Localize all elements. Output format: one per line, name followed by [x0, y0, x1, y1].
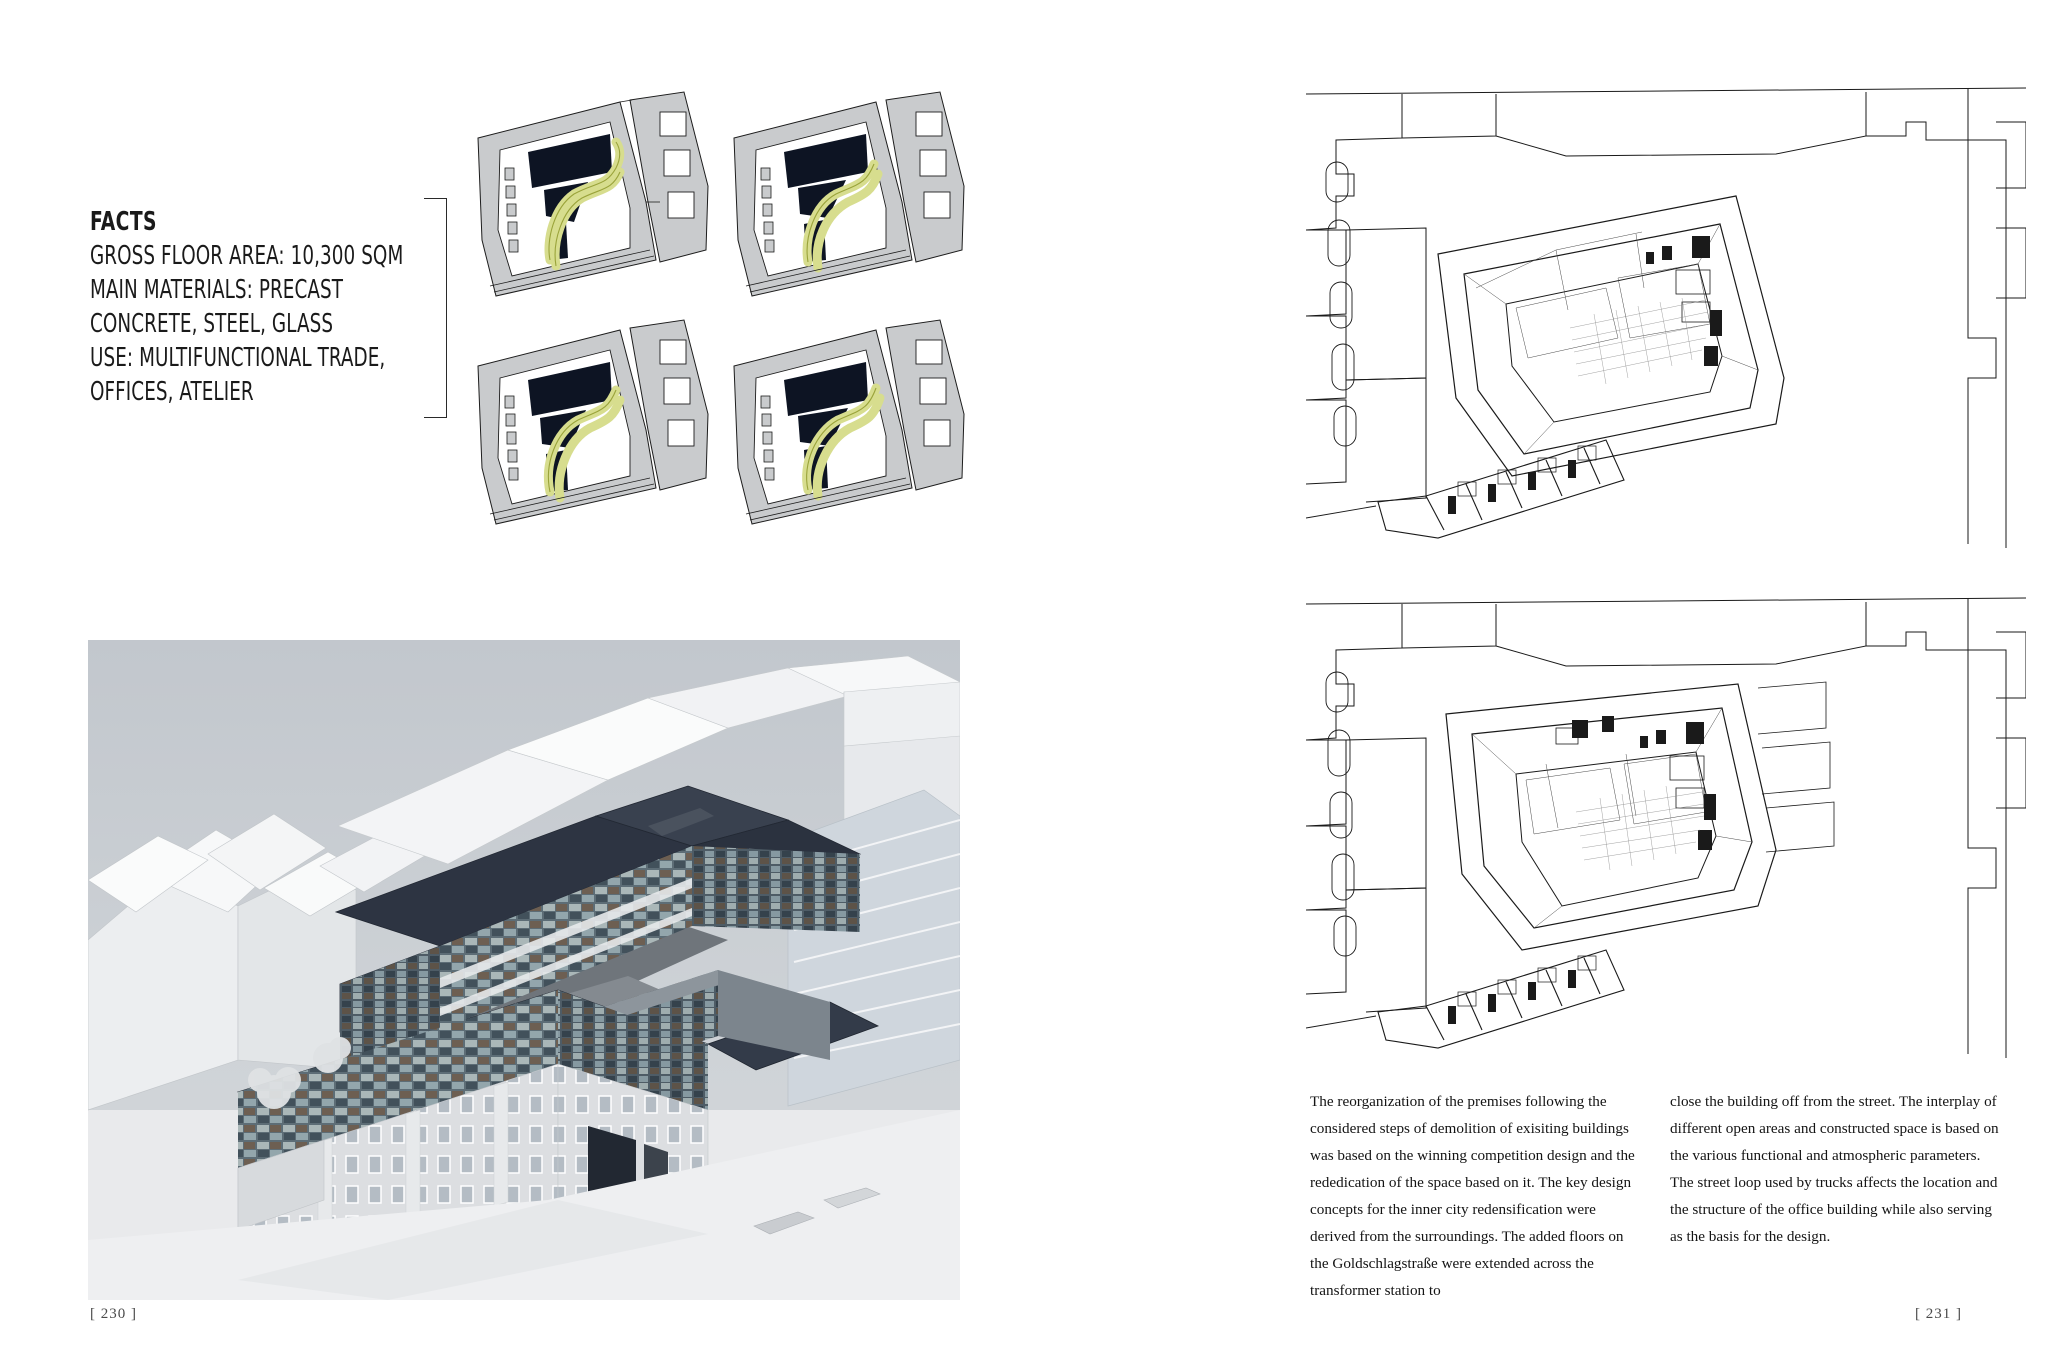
- left-page: FACTS GROSS FLOOR AREA: 10,300 SQM MAIN …: [88, 90, 970, 1322]
- facts-line-use: USE: MULTIFUNCTIONAL TRADE,: [90, 342, 386, 373]
- body-text-block: The reorganization of the premises follo…: [1310, 1088, 2020, 1304]
- facts-line-gross-floor-area: GROSS FLOOR AREA: 10,300 SQM: [90, 241, 404, 272]
- facts-block: FACTS GROSS FLOOR AREA: 10,300 SQM MAIN …: [90, 207, 420, 410]
- concept-diagram-4: [726, 318, 970, 540]
- concept-diagram-1: [470, 90, 714, 312]
- body-paragraph-1: The reorganization of the premises follo…: [1310, 1093, 1635, 1300]
- folio-right-page: [ 231 ]: [1915, 1306, 1962, 1322]
- text-column-1: The reorganization of the premises follo…: [1310, 1088, 1640, 1304]
- facts-line-main-materials: MAIN MATERIALS: PRECAST: [90, 275, 344, 306]
- concept-diagram-3: [470, 318, 714, 540]
- folio-left-page: [ 230 ]: [90, 1306, 137, 1322]
- facts-line-materials-cont: CONCRETE, STEEL, GLASS: [90, 308, 334, 339]
- site-plan-lower: [1306, 588, 2026, 1058]
- facts-line-use-cont: OFFICES, ATELIER: [90, 376, 254, 407]
- site-plan-upper: [1306, 78, 2026, 548]
- facts-heading: FACTS: [90, 207, 157, 237]
- concept-diagram-grid: [470, 90, 970, 540]
- body-paragraph-2: close the building off from the street. …: [1670, 1093, 1999, 1246]
- facts-bracket: [424, 198, 447, 418]
- text-column-2: close the building off from the street. …: [1670, 1088, 2000, 1304]
- facts-lines: GROSS FLOOR AREA: 10,300 SQM MAIN MATERI…: [90, 240, 404, 410]
- aerial-render-image: [88, 640, 960, 1300]
- right-page: The reorganization of the premises follo…: [1288, 0, 2048, 1351]
- concept-diagram-2: [726, 90, 970, 312]
